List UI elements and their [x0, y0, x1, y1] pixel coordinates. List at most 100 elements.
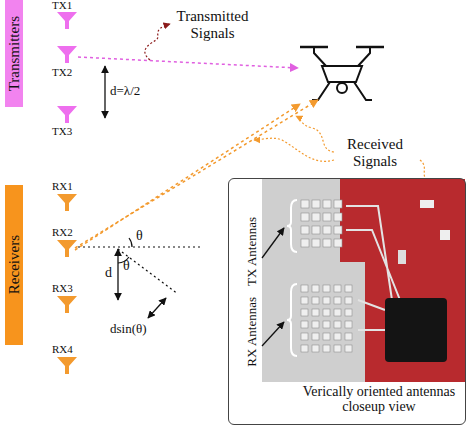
drone-body	[322, 66, 362, 82]
antenna-patch	[323, 213, 331, 221]
antenna-id: RX4	[52, 343, 73, 355]
component	[398, 250, 406, 264]
callout-arrow	[296, 116, 334, 152]
component	[420, 200, 434, 208]
rx-antenna	[57, 357, 77, 374]
angle-label: θ	[123, 258, 130, 273]
dimension-label: d=λ/2	[110, 84, 140, 98]
antenna-patch	[334, 333, 341, 340]
antenna-patch	[345, 285, 352, 292]
spacing-arrow	[104, 66, 105, 118]
antenna-patch	[334, 213, 342, 221]
antenna-patch	[345, 297, 352, 304]
inset-caption: Verically oriented antennas closeup view	[291, 384, 467, 415]
antenna-patch	[323, 321, 330, 328]
antenna-patch	[323, 333, 330, 340]
antenna-patch	[334, 239, 342, 247]
antenna-id: TX2	[52, 66, 72, 78]
antenna-patch	[334, 297, 341, 304]
antenna-patch	[312, 333, 319, 340]
signal-label: Transmitted Signals	[165, 8, 260, 41]
antenna-patch	[323, 297, 330, 304]
antenna-patch	[323, 309, 330, 316]
antenna-patch	[312, 297, 319, 304]
antenna-patch	[301, 226, 309, 234]
antenna-patch	[323, 345, 330, 352]
antenna-id: RX2	[52, 226, 73, 238]
antenna-patch	[301, 213, 309, 221]
leader-arrow	[262, 228, 284, 258]
angle-label: θ	[136, 228, 143, 243]
antenna-id: RX1	[52, 180, 73, 192]
signal-label: Received Signals	[330, 136, 420, 169]
antenna-patch	[334, 200, 342, 208]
antenna-patch	[301, 309, 308, 316]
antenna-patch	[345, 309, 352, 316]
reference-line	[78, 246, 200, 247]
antenna-id: RX3	[52, 282, 73, 294]
antenna-patch	[334, 345, 341, 352]
drone-arm	[314, 47, 370, 66]
antenna-patch	[334, 285, 341, 292]
antenna-patch	[301, 345, 308, 352]
antenna-id: TX1	[52, 0, 72, 11]
antenna-id: TX3	[52, 125, 72, 137]
antenna-patch	[312, 285, 319, 292]
pcb-board	[262, 179, 465, 382]
inset-label: RX Antennas	[245, 297, 259, 367]
inset-box: TX Antennas RX AntennasVerically oriented…	[228, 178, 466, 425]
antenna-patch	[301, 200, 309, 208]
drone-icon	[300, 47, 384, 100]
spacing-arrow	[117, 249, 118, 300]
band-title: Receivers	[6, 235, 23, 294]
antenna-patch	[312, 321, 319, 328]
wavefront-line	[118, 249, 178, 294]
dimension-label: d	[105, 265, 112, 280]
antenna-patch	[312, 200, 320, 208]
rx-antenna	[57, 194, 77, 211]
drone-leg	[312, 82, 372, 100]
antenna-patch	[301, 285, 308, 292]
leader-arrow	[262, 322, 284, 346]
chip	[385, 298, 447, 362]
path-difference-arrow	[148, 298, 166, 318]
antenna-patch	[323, 239, 331, 247]
component	[440, 230, 450, 240]
antenna-patch	[323, 285, 330, 292]
ground-plane	[262, 179, 365, 382]
dimension-label: dsin(θ)	[110, 322, 147, 336]
antenna-patch	[312, 309, 319, 316]
antenna-patch	[312, 226, 320, 234]
antenna-patch	[312, 213, 320, 221]
antenna-patch	[345, 333, 352, 340]
bracket	[287, 200, 297, 252]
transmit-ray	[78, 57, 298, 68]
rx-antenna	[57, 296, 77, 313]
antenna-patch	[345, 321, 352, 328]
antenna-patch	[345, 345, 352, 352]
antenna-patch	[301, 297, 308, 304]
antenna-patch	[301, 321, 308, 328]
antenna-patch	[312, 239, 320, 247]
antenna-patch	[334, 309, 341, 316]
antenna-patch	[323, 200, 331, 208]
callout-arrow	[254, 138, 334, 161]
angle-arc	[129, 238, 132, 247]
antenna-patches	[301, 200, 352, 352]
antenna-patch	[312, 345, 319, 352]
bracket	[287, 284, 297, 356]
band-title: Transmitters	[6, 16, 23, 91]
tx-antenna	[57, 12, 77, 29]
callout-arrow	[145, 24, 170, 60]
antenna-patch	[301, 333, 308, 340]
antenna-patch	[323, 226, 331, 234]
inset-label: TX Antennas	[245, 217, 259, 286]
antenna-patch	[334, 226, 342, 234]
drone-camera	[337, 83, 347, 93]
antenna-patch	[301, 239, 309, 247]
rx-antenna	[57, 240, 77, 257]
receiver-band: Receivers	[5, 185, 23, 345]
antenna-patch	[334, 321, 341, 328]
